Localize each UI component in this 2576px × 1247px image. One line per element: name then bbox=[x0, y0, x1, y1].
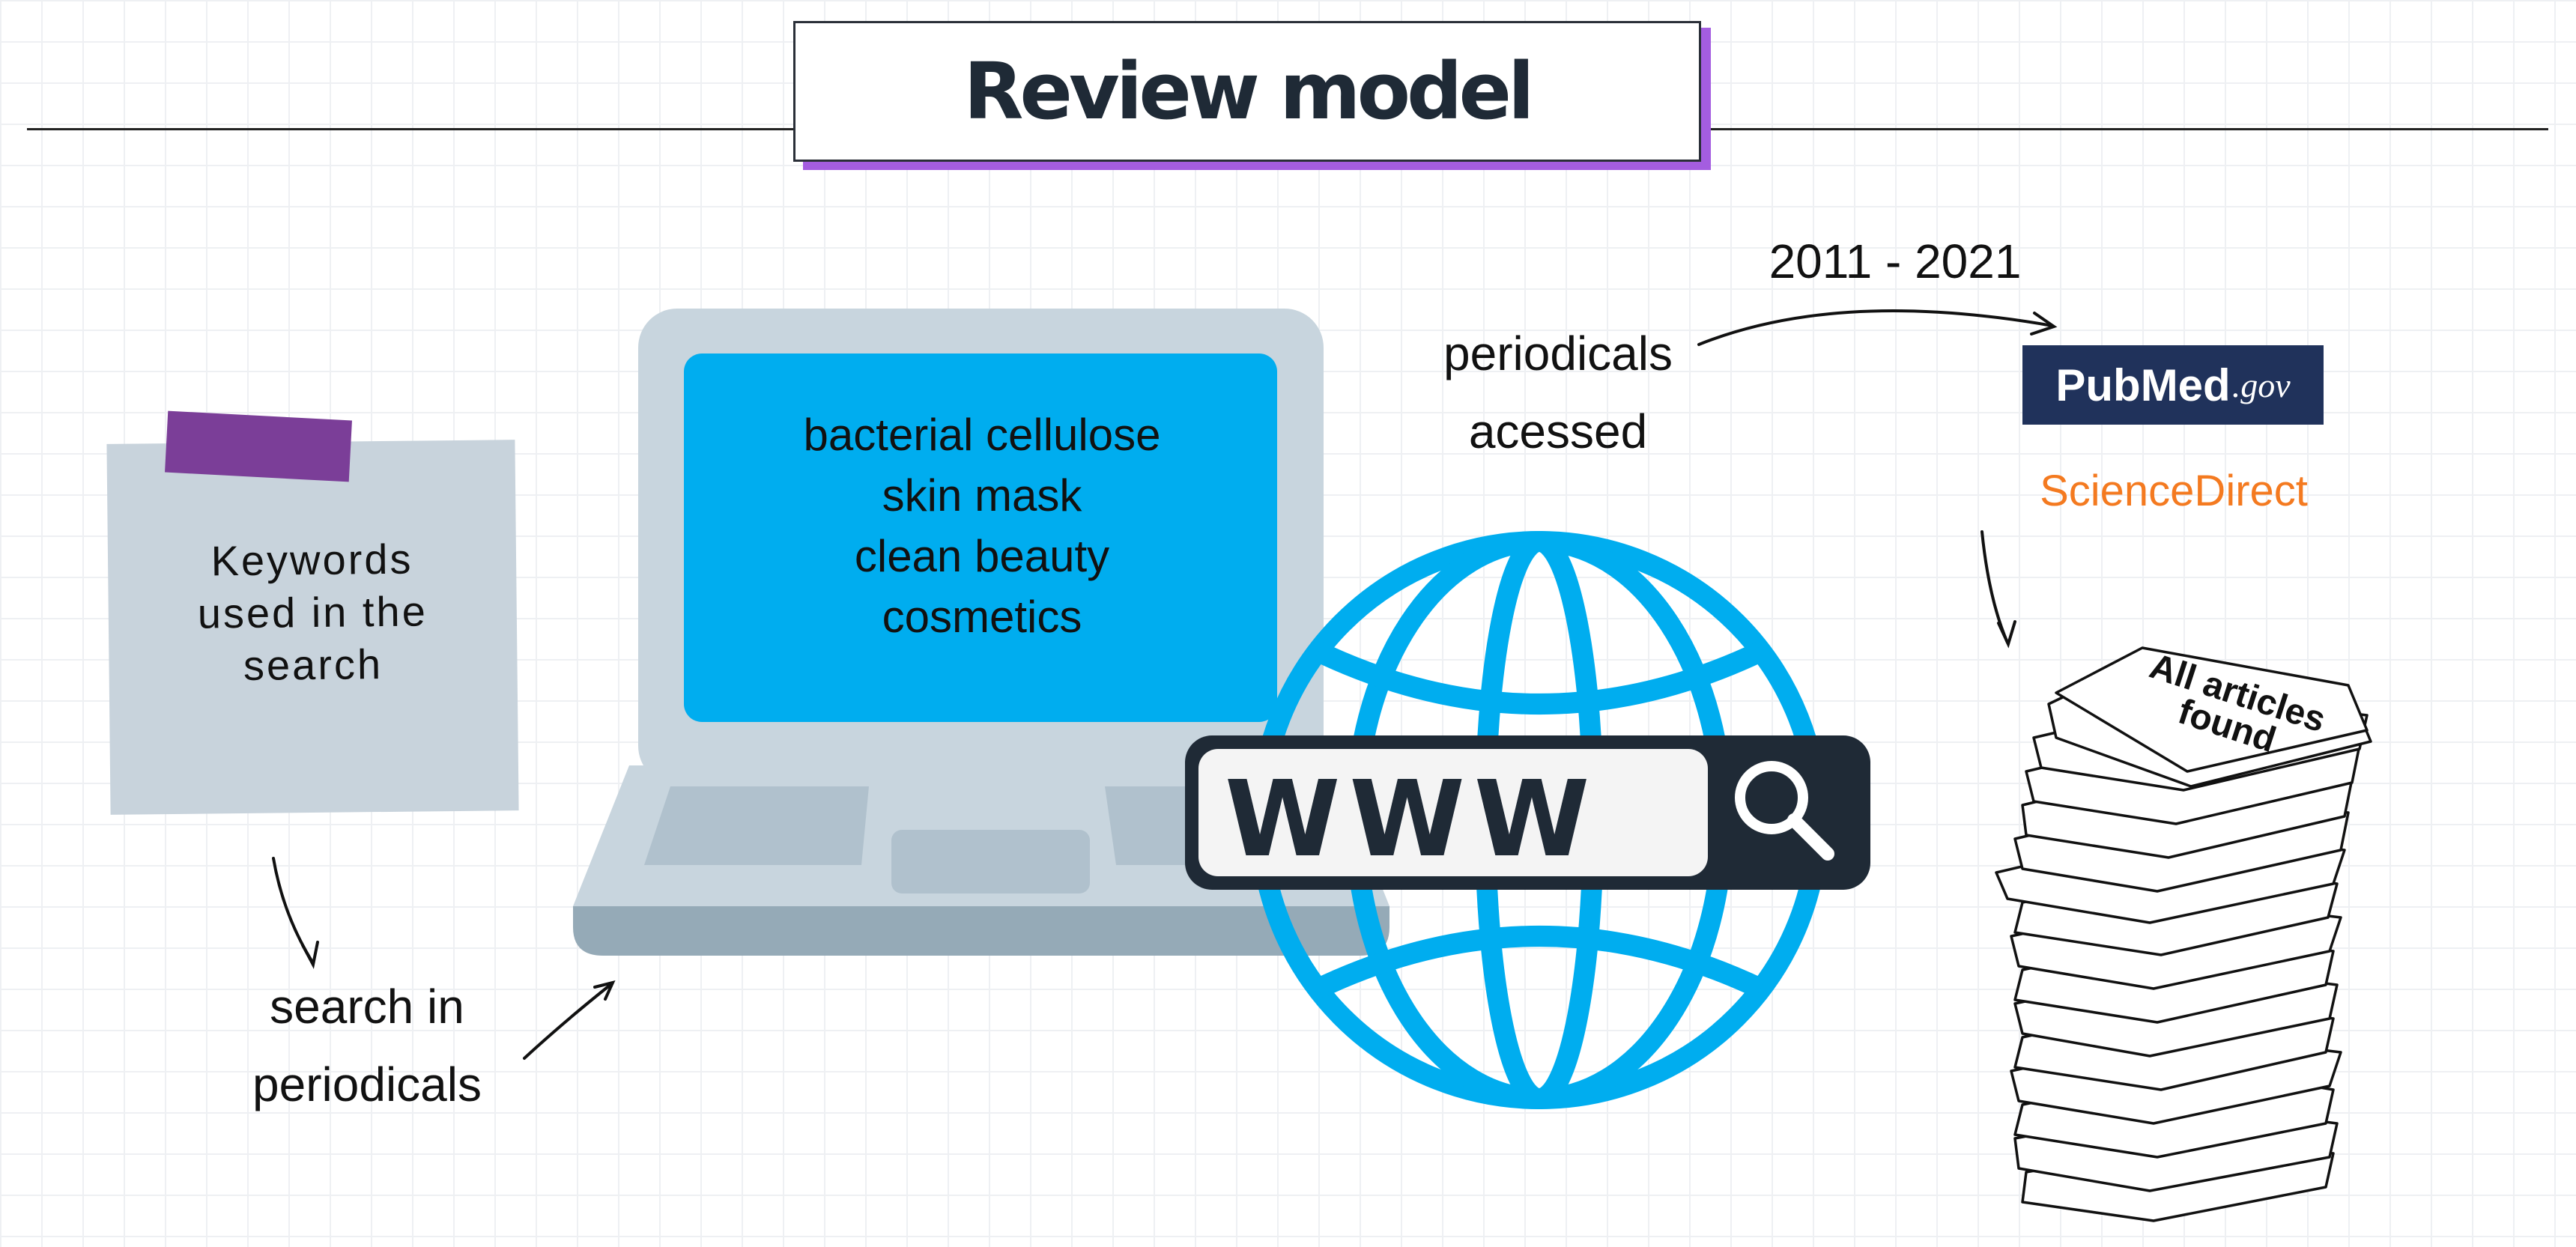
years-label: 2011 - 2021 bbox=[1769, 234, 2022, 288]
arrow-databases-to-articles bbox=[1981, 530, 2009, 644]
page-title: Review model bbox=[963, 46, 1534, 137]
keyword-line: clean beauty bbox=[854, 531, 1110, 581]
arrow-accessed-to-databases bbox=[1697, 309, 2054, 346]
accessed-label: periodicals acessed bbox=[1408, 315, 1708, 470]
accessed-label-line1: periodicals bbox=[1443, 327, 1673, 380]
accessed-label-line2: acessed bbox=[1468, 404, 1648, 458]
paper-stack-icon bbox=[1995, 646, 2372, 1222]
search-label: search in periodicals bbox=[217, 968, 517, 1123]
sciencedirect-logo: ScienceDirect bbox=[2040, 467, 2308, 515]
search-label-line2: periodicals bbox=[252, 1058, 482, 1111]
pubmed-logo-suffix: .gov bbox=[2231, 365, 2291, 404]
keyword-line: bacterial cellulose bbox=[803, 410, 1161, 460]
title-box: Review model bbox=[793, 21, 1701, 162]
www-search-bar: WWW bbox=[1185, 735, 1870, 890]
keyword-line: skin mask bbox=[882, 470, 1082, 521]
search-label-line1: search in bbox=[270, 980, 464, 1034]
arrow-search-to-laptop bbox=[523, 983, 613, 1060]
laptop-icon bbox=[573, 309, 1389, 956]
arrow-note-to-search bbox=[272, 857, 315, 965]
pubmed-logo-pub: Pub bbox=[2055, 359, 2141, 410]
screen-keywords: bacterial cellulose skin mask clean beau… bbox=[685, 404, 1279, 647]
pubmed-logo-med: Med bbox=[2140, 359, 2231, 410]
laptop-screen bbox=[684, 354, 1277, 722]
search-icon bbox=[1735, 761, 1834, 861]
laptop-trackpad bbox=[891, 830, 1090, 893]
flow-arrows bbox=[272, 309, 2058, 1060]
pubmed-logo: Pub Med .gov bbox=[2022, 345, 2324, 425]
keyword-line: cosmetics bbox=[882, 592, 1082, 642]
www-text: WWW bbox=[1225, 759, 1598, 881]
